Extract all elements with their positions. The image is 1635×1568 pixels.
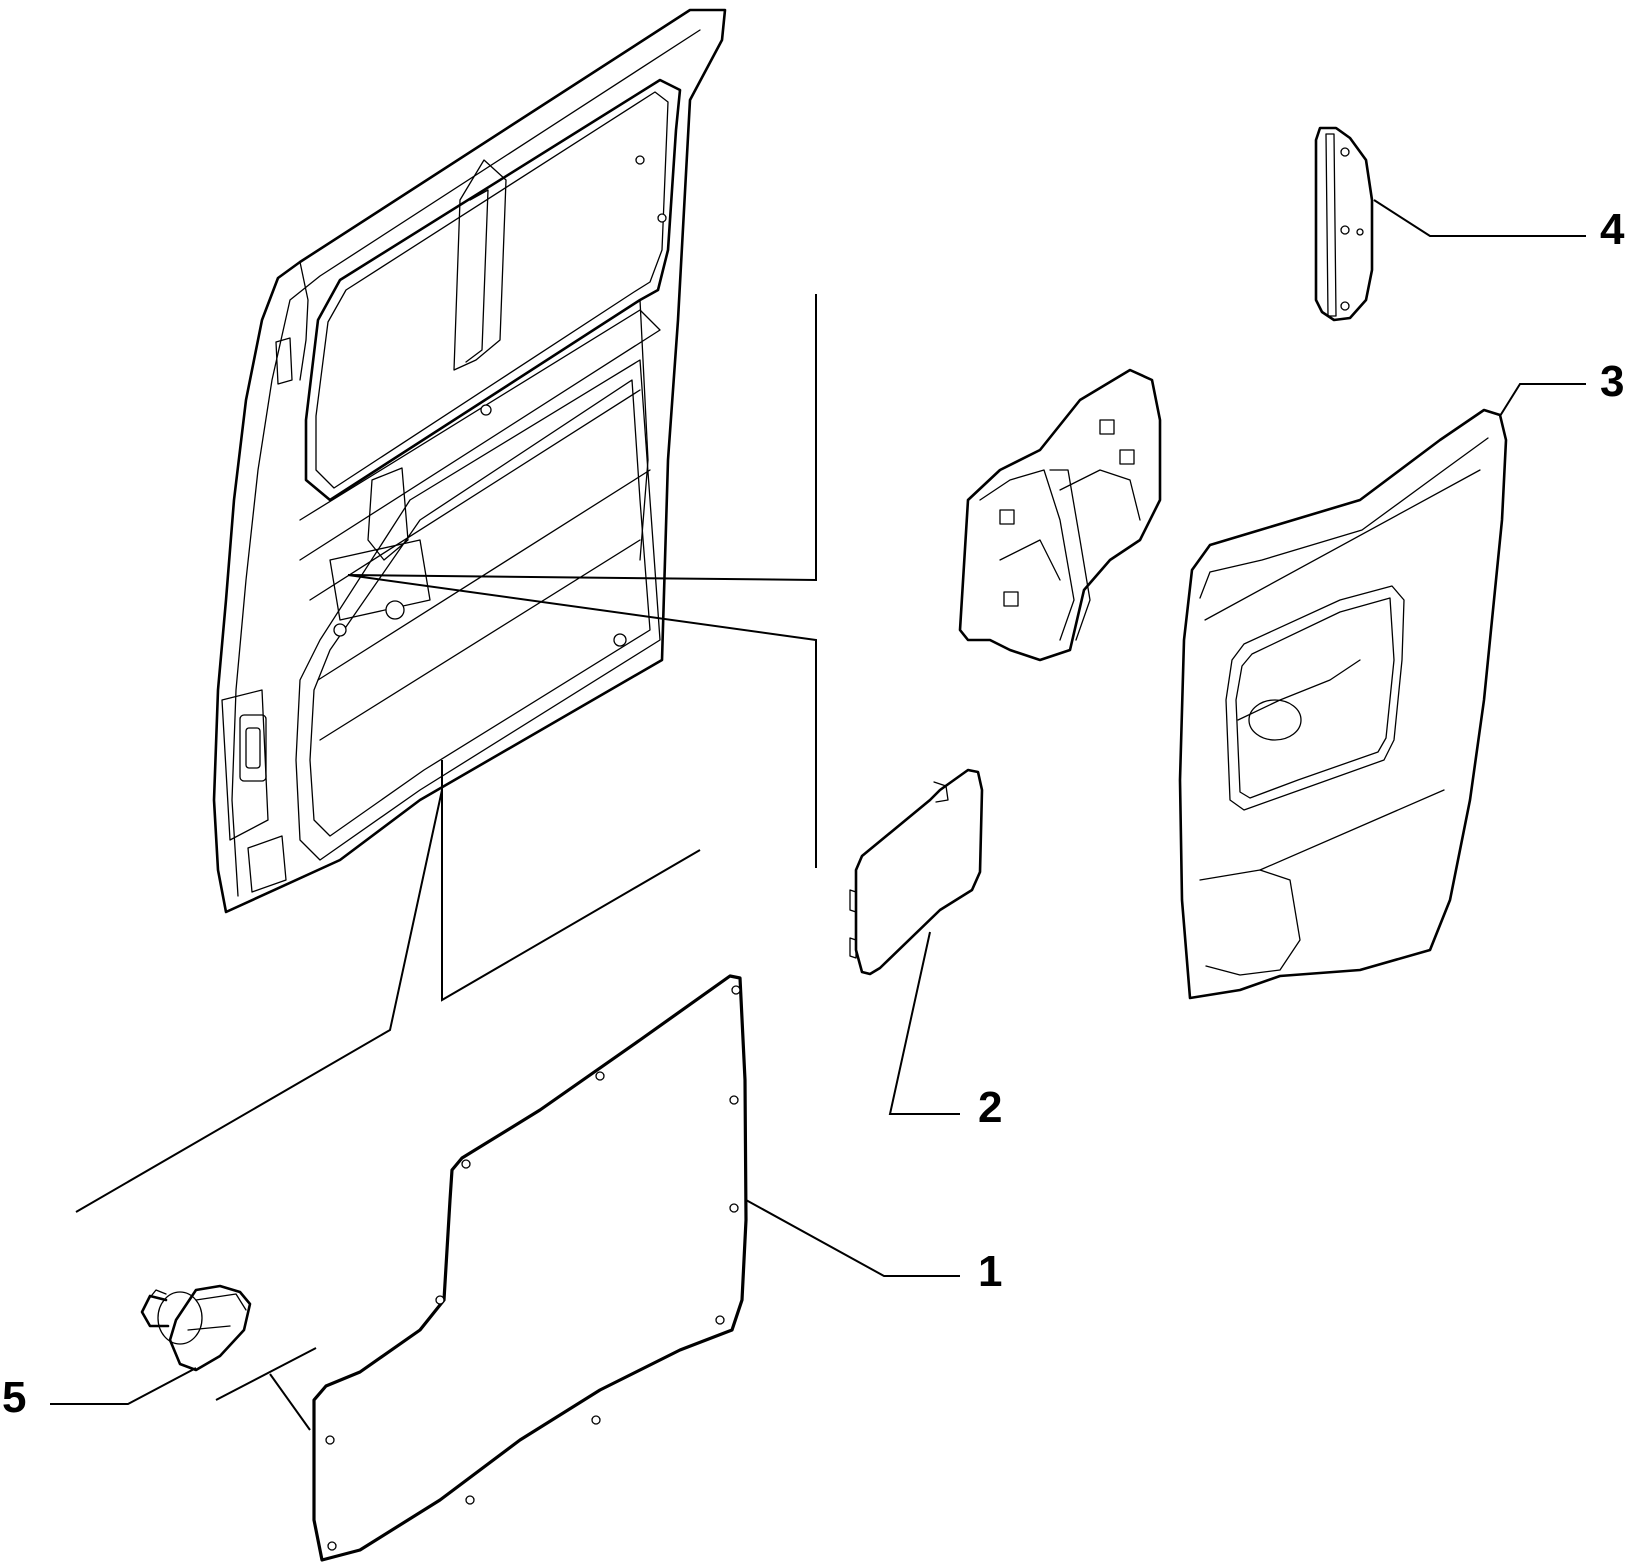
callout-3: 3 xyxy=(1600,357,1625,406)
callout-5: 5 xyxy=(2,1373,27,1422)
leader-1 xyxy=(745,1199,960,1277)
part-5-clip xyxy=(140,1284,252,1372)
leader-4 xyxy=(1373,199,1586,237)
explosion-guide-lines xyxy=(75,294,817,1431)
leader-5 xyxy=(50,1367,197,1405)
callout-leaders xyxy=(50,199,1586,1405)
callout-1: 1 xyxy=(978,1247,1003,1296)
callout-4: 4 xyxy=(1600,205,1625,254)
door-frame-assembly xyxy=(212,8,727,914)
leader-2 xyxy=(888,931,960,1115)
part-2-access-cover xyxy=(849,768,984,976)
callout-2: 2 xyxy=(978,1083,1003,1132)
part-3-trim-panel xyxy=(1178,408,1508,1000)
part-4-bracket xyxy=(1314,126,1374,322)
lock-mechanism xyxy=(958,368,1162,662)
leader-3 xyxy=(1499,383,1586,417)
part-1-panel xyxy=(312,974,748,1562)
